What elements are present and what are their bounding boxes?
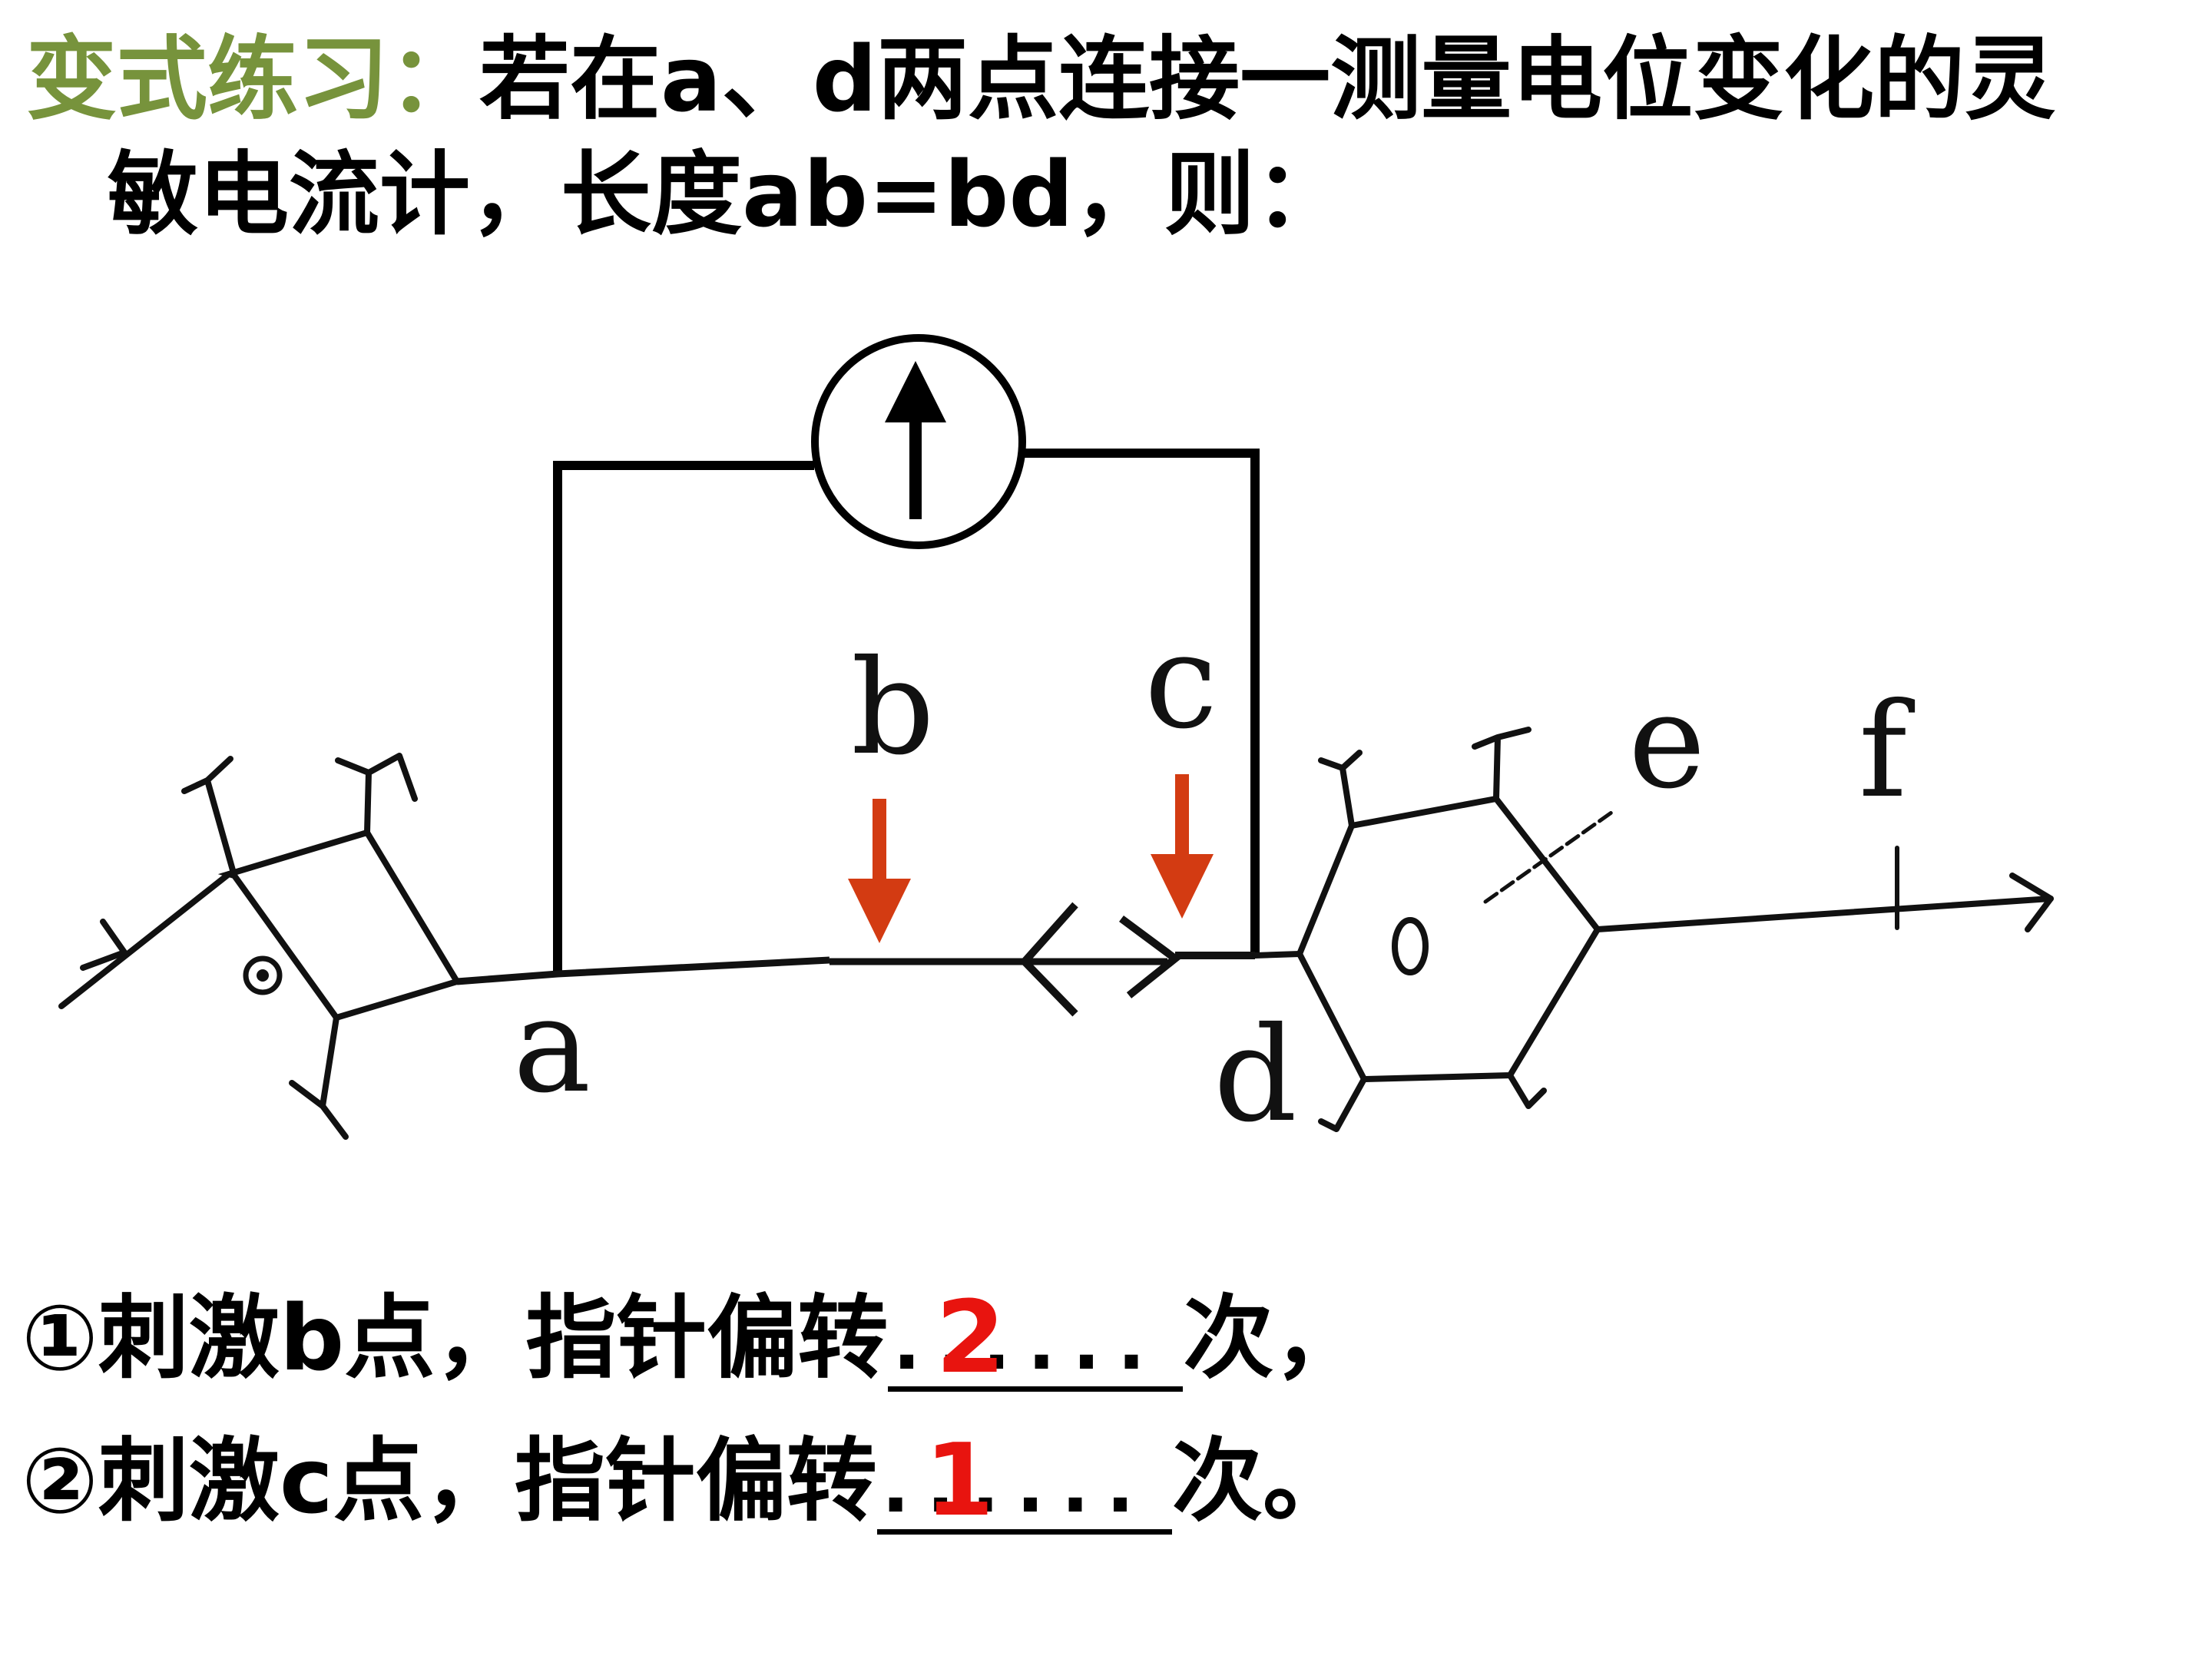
- problem-line-2: 敏电流计，长度ab=bd，则：: [108, 141, 1346, 247]
- stimulus-arrow-b-head: [848, 879, 911, 943]
- synapse-left-bracket: [1019, 902, 1078, 1017]
- question-1-suffix: 次，: [1183, 1285, 1365, 1391]
- problem-statement: 变式练习：若在a、d两点连接一测量电位变化的灵 敏电流计，长度ab=bd，则：: [26, 22, 2192, 252]
- answer-2: 1: [924, 1422, 1007, 1538]
- synapse-right-bracket: [1119, 915, 1182, 998]
- label-a: a: [513, 970, 591, 1122]
- answer-blank-2[interactable]: ......1: [876, 1426, 1172, 1535]
- answer-blank-1[interactable]: ......2: [888, 1283, 1184, 1392]
- question-1-prefix: ①刺激b点，指针偏转: [22, 1285, 889, 1391]
- stimulus-arrow-c-shaft: [1175, 774, 1189, 860]
- stimulus-arrow-b-shaft: [873, 799, 886, 885]
- label-f: f: [1859, 675, 1916, 827]
- circuit-wire-right: [1025, 449, 1260, 955]
- galvanometer-circuit: [553, 334, 1260, 974]
- neuron-left: [58, 753, 462, 1140]
- label-d: d: [1214, 999, 1297, 1151]
- circuit-wire-left: [553, 461, 814, 974]
- galvanometer-needle-arrowhead: [885, 361, 946, 422]
- point-e-pointer: [1483, 810, 1614, 904]
- axon: [456, 956, 1167, 985]
- neuron-right: [1252, 727, 2054, 1132]
- synapse: [1019, 902, 1255, 1017]
- neuron-diagram: a b c d e f: [58, 334, 2054, 1151]
- stimulus-arrow-c-head: [1151, 854, 1214, 919]
- question-2-prefix: ②刺激c点，指针偏转: [22, 1428, 877, 1534]
- exercise-label: 变式练习：: [26, 26, 480, 132]
- question-2-suffix: 次。: [1171, 1428, 1353, 1534]
- stimulus-arrows: [848, 774, 1214, 943]
- galvanometer-icon: [811, 334, 1026, 549]
- axon-right: [1594, 896, 2054, 932]
- answer-1: 2: [935, 1279, 1018, 1396]
- label-b: b: [851, 632, 935, 784]
- problem-line-1: 若在a、d两点连接一测量电位变化的灵: [479, 26, 2056, 132]
- answer-blank-2-dots: ......: [881, 1443, 1151, 1529]
- point-labels: a b c d e f: [513, 606, 1916, 1151]
- label-c: c: [1144, 606, 1217, 758]
- label-e: e: [1628, 666, 1706, 818]
- answer-blank-1-dots: ......: [892, 1300, 1163, 1386]
